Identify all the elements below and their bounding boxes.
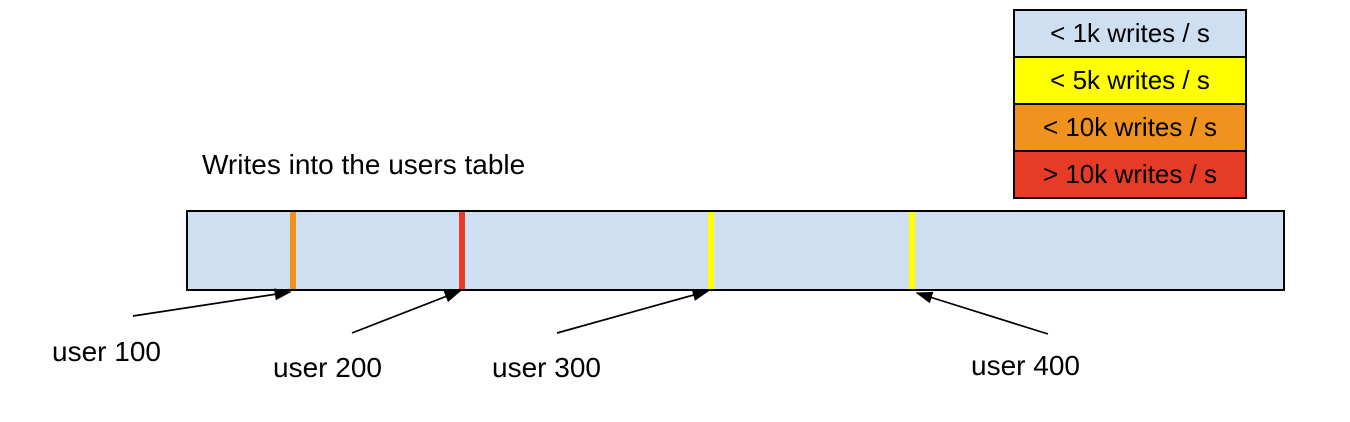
arrow-user-300 [556,289,710,334]
arrow-user-100 [132,288,292,317]
label-user-300: user 300 [492,352,601,383]
legend-item-lt-10k: < 10k writes / s [1015,103,1245,150]
hotspot-user-300 [708,212,714,289]
legend-item-lt-5k: < 5k writes / s [1015,56,1245,103]
arrow-user-400 [915,291,1049,335]
legend-item-gt-10k: > 10k writes / s [1015,150,1245,197]
hotspot-user-100 [290,212,296,289]
hotspot-user-200 [459,212,465,289]
diagram-title: Writes into the users table [202,149,526,180]
arrow-user-200 [351,290,462,334]
users-table-bar [186,210,1285,291]
write-rate-legend: < 1k writes / s < 5k writes / s < 10k wr… [1013,9,1247,199]
legend-item-lt-1k: < 1k writes / s [1015,11,1245,56]
label-user-100: user 100 [52,336,161,367]
label-user-200: user 200 [273,352,382,383]
label-user-400: user 400 [971,350,1080,381]
hotspot-user-400 [909,212,915,289]
